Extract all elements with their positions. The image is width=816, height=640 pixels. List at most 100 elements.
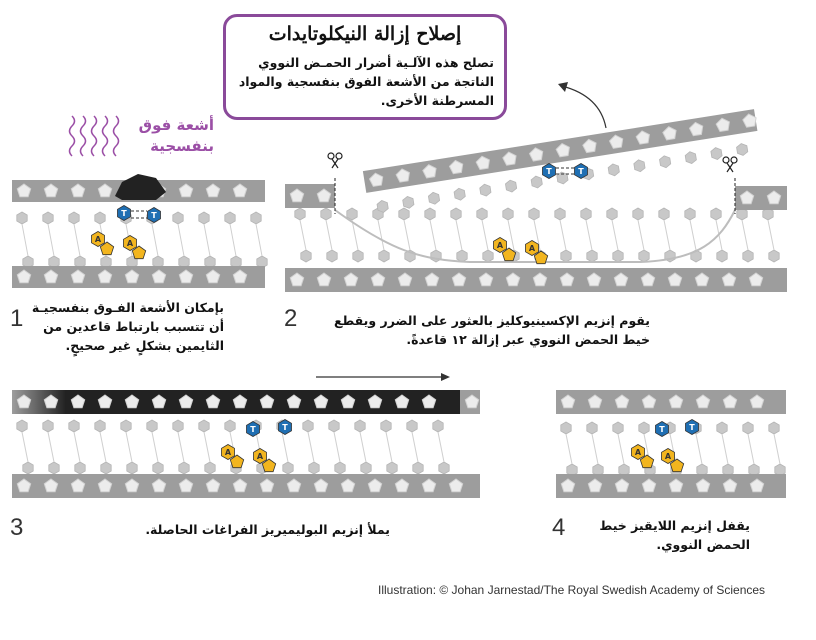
synthesis-arrowhead — [441, 373, 450, 381]
base-hexagon — [402, 195, 415, 209]
panel-4-adenine-left-label: A — [635, 448, 642, 457]
sugar-ring — [70, 478, 86, 493]
sugar-ring — [688, 121, 704, 137]
sugar-ring — [422, 164, 437, 179]
panel-4-thymine-right: T — [685, 419, 699, 435]
panel-1-thymine-right-label: T — [151, 211, 157, 220]
panel-2-adenine-right: A — [525, 240, 549, 265]
base-pair-bond — [721, 433, 729, 465]
sugar-ring — [586, 272, 602, 287]
sugar-ring — [721, 272, 737, 287]
base-hexagon — [438, 461, 450, 475]
sugar-ring — [16, 183, 32, 198]
sugar-ring — [286, 478, 302, 493]
panel-3-new-top-strand — [12, 390, 460, 414]
panel-1-adenine-right-ring — [123, 235, 137, 251]
sugar-ring — [205, 478, 221, 493]
base-pair-bond — [281, 431, 289, 463]
step-1-number: 1 — [10, 305, 24, 332]
base-pair-bond — [695, 433, 703, 465]
title-box: إصلاح إزالة النيكلوتايدات تصلح هذه الآلـ… — [223, 14, 507, 120]
base-hexagon — [505, 179, 518, 193]
panel-4-thymine-right-label: T — [689, 423, 695, 432]
base-pair-bond — [617, 433, 625, 465]
base-pair-bond — [359, 431, 367, 463]
base-hexagon — [638, 249, 650, 263]
panel-3-adenine-left: A — [221, 444, 245, 469]
base-hexagon — [638, 421, 650, 435]
sugar-ring — [259, 394, 275, 409]
sugar-ring — [613, 272, 629, 287]
sugar-ring — [43, 394, 59, 409]
base-pair-bond — [559, 219, 567, 251]
panel-1-adenine-right-label: A — [127, 239, 134, 248]
panel-4-adenine-left-pentagon — [639, 454, 655, 469]
sugar-ring — [232, 269, 248, 284]
sugar-ring — [532, 272, 548, 287]
panel-3-thymine-right-label: T — [282, 423, 288, 432]
base-pair-bond — [299, 219, 307, 251]
base-hexagon — [224, 211, 236, 225]
panel-1-adenine-right: A — [123, 235, 147, 260]
panel-4-bottom-strand — [556, 474, 786, 498]
panel-1-adenine-right-pentagon — [131, 245, 147, 260]
base-pair-bond — [741, 219, 749, 251]
base-pair-bond — [229, 223, 237, 257]
sugar-ring — [397, 272, 413, 287]
panel-4-adenine-right-ring — [661, 448, 675, 464]
base-pair-bond — [429, 219, 437, 251]
sugar-ring — [367, 394, 383, 409]
base-hexagon — [430, 249, 442, 263]
uv-wave — [90, 115, 98, 157]
base-hexagon — [74, 461, 86, 475]
base-pair-bond — [637, 219, 645, 251]
sugar-ring — [505, 272, 521, 287]
base-hexagon — [42, 419, 54, 433]
base-pair-bond — [47, 223, 55, 257]
sugar-ring — [394, 394, 410, 409]
base-pair-bond — [47, 431, 55, 463]
base-hexagon — [427, 191, 441, 205]
panel-3-adenine-left-pentagon — [229, 454, 245, 469]
sugar-ring — [232, 478, 248, 493]
sugar-ring — [641, 394, 657, 409]
panel-1-adenine-left-label: A — [95, 235, 102, 244]
panel-2-adenine-left-ring — [493, 237, 507, 253]
base-hexagon — [716, 249, 728, 263]
base-hexagon — [300, 249, 312, 263]
sugar-ring — [560, 478, 576, 493]
panel-3-thymine-right: T — [278, 419, 292, 435]
sugar-ring — [475, 155, 490, 171]
base-hexagon — [326, 249, 338, 263]
panel-3-adenine-right: A — [253, 448, 277, 473]
base-hexagon — [198, 419, 210, 433]
base-hexagon — [659, 155, 672, 169]
base-hexagon — [386, 461, 398, 475]
step-4-text: يقفل إنزيم اللايقيز خيط الحمض النووي. — [599, 518, 750, 552]
panel-1-adenine-left: A — [91, 231, 115, 256]
sugar-ring — [370, 272, 386, 287]
step-2-number: 2 — [284, 305, 298, 332]
base-pair-bond — [99, 431, 107, 463]
base-pair-bond — [767, 219, 775, 251]
sugar-ring — [289, 272, 305, 287]
sugar-ring — [178, 269, 194, 284]
base-pair-bond — [377, 219, 385, 251]
removal-arrowhead — [558, 82, 568, 92]
panel-1-thymine-left-ring — [117, 205, 131, 221]
panel-2-adenine-left-label: A — [497, 241, 504, 250]
sugar-ring — [715, 117, 730, 132]
sugar-ring — [97, 394, 113, 409]
uv-wave-icon — [68, 115, 120, 157]
uv-wave — [79, 115, 87, 157]
sugar-ring — [695, 394, 711, 409]
base-pair-bond — [351, 219, 359, 251]
sugar-ring — [395, 168, 410, 183]
base-pair-bond — [73, 431, 81, 463]
panel-2-thymine-left-ring — [542, 163, 556, 179]
panel-3-thymine-left: T — [246, 421, 260, 437]
sugar-ring — [608, 134, 624, 149]
sugar-ring — [43, 183, 59, 198]
base-hexagon — [376, 200, 389, 213]
